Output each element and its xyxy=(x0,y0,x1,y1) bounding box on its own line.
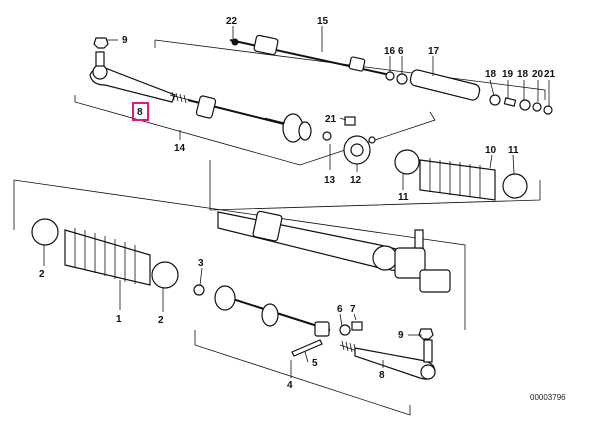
tie-rod-end-top xyxy=(89,37,191,104)
steering-rack-frame xyxy=(13,160,541,416)
callout-6-top: 6 xyxy=(398,46,404,57)
callout-21-top: 21 xyxy=(544,69,556,80)
callout-8-top: 8 xyxy=(137,107,143,118)
callout-10: 10 xyxy=(485,145,497,156)
tie-rod-assembly-bottom xyxy=(214,285,363,357)
callout-3: 3 xyxy=(198,258,204,269)
callout-18: 18 xyxy=(485,69,497,80)
callout-8-bottom: 8 xyxy=(379,370,385,381)
callout-9-bottom: 9 xyxy=(398,330,404,341)
callout-14: 14 xyxy=(174,143,186,154)
callout-13: 13 xyxy=(324,175,336,186)
callout-17: 17 xyxy=(428,46,440,57)
callout-1: 1 xyxy=(116,314,122,325)
tie-rod-end-bottom xyxy=(339,328,436,380)
callout-16: 16 xyxy=(384,46,396,57)
callout-19: 19 xyxy=(502,69,514,80)
callout-2-left: 2 xyxy=(39,269,45,280)
callout-7: 7 xyxy=(350,304,356,315)
callout-5: 5 xyxy=(312,358,318,369)
callout-11-right: 11 xyxy=(508,145,519,156)
tie-rod-assembly-frame xyxy=(74,39,546,166)
callout-2-right: 2 xyxy=(158,315,164,326)
inner-tie-rod-14 xyxy=(187,95,312,143)
rubber-boot-top xyxy=(394,149,528,201)
callout-22: 22 xyxy=(226,16,238,27)
callout-labels: 9 22 15 16 6 17 18 19 18 20 21 21 13 12 … xyxy=(39,16,556,391)
steering-rack-top xyxy=(229,34,391,76)
clamp-12-13 xyxy=(322,116,376,165)
callout-12: 12 xyxy=(350,175,362,186)
callout-9-top: 9 xyxy=(122,35,128,46)
small-hardware-16-21 xyxy=(385,71,553,115)
leader-lines xyxy=(43,26,550,378)
callout-18b: 18 xyxy=(517,69,529,80)
callout-20: 20 xyxy=(532,69,544,80)
callout-15: 15 xyxy=(317,16,329,27)
callout-6: 6 xyxy=(337,304,343,315)
rack-housing xyxy=(217,210,451,293)
callout-21: 21 xyxy=(325,114,337,125)
rubber-boot-left xyxy=(31,218,205,296)
rack-tube-17 xyxy=(409,69,481,101)
highlighted-callout-8[interactable]: 8 xyxy=(132,102,149,121)
highlight-box xyxy=(132,102,149,121)
callout-11-top: 11 xyxy=(398,192,409,203)
callout-4: 4 xyxy=(287,380,293,391)
catalog-number: 00003796 xyxy=(530,393,566,402)
